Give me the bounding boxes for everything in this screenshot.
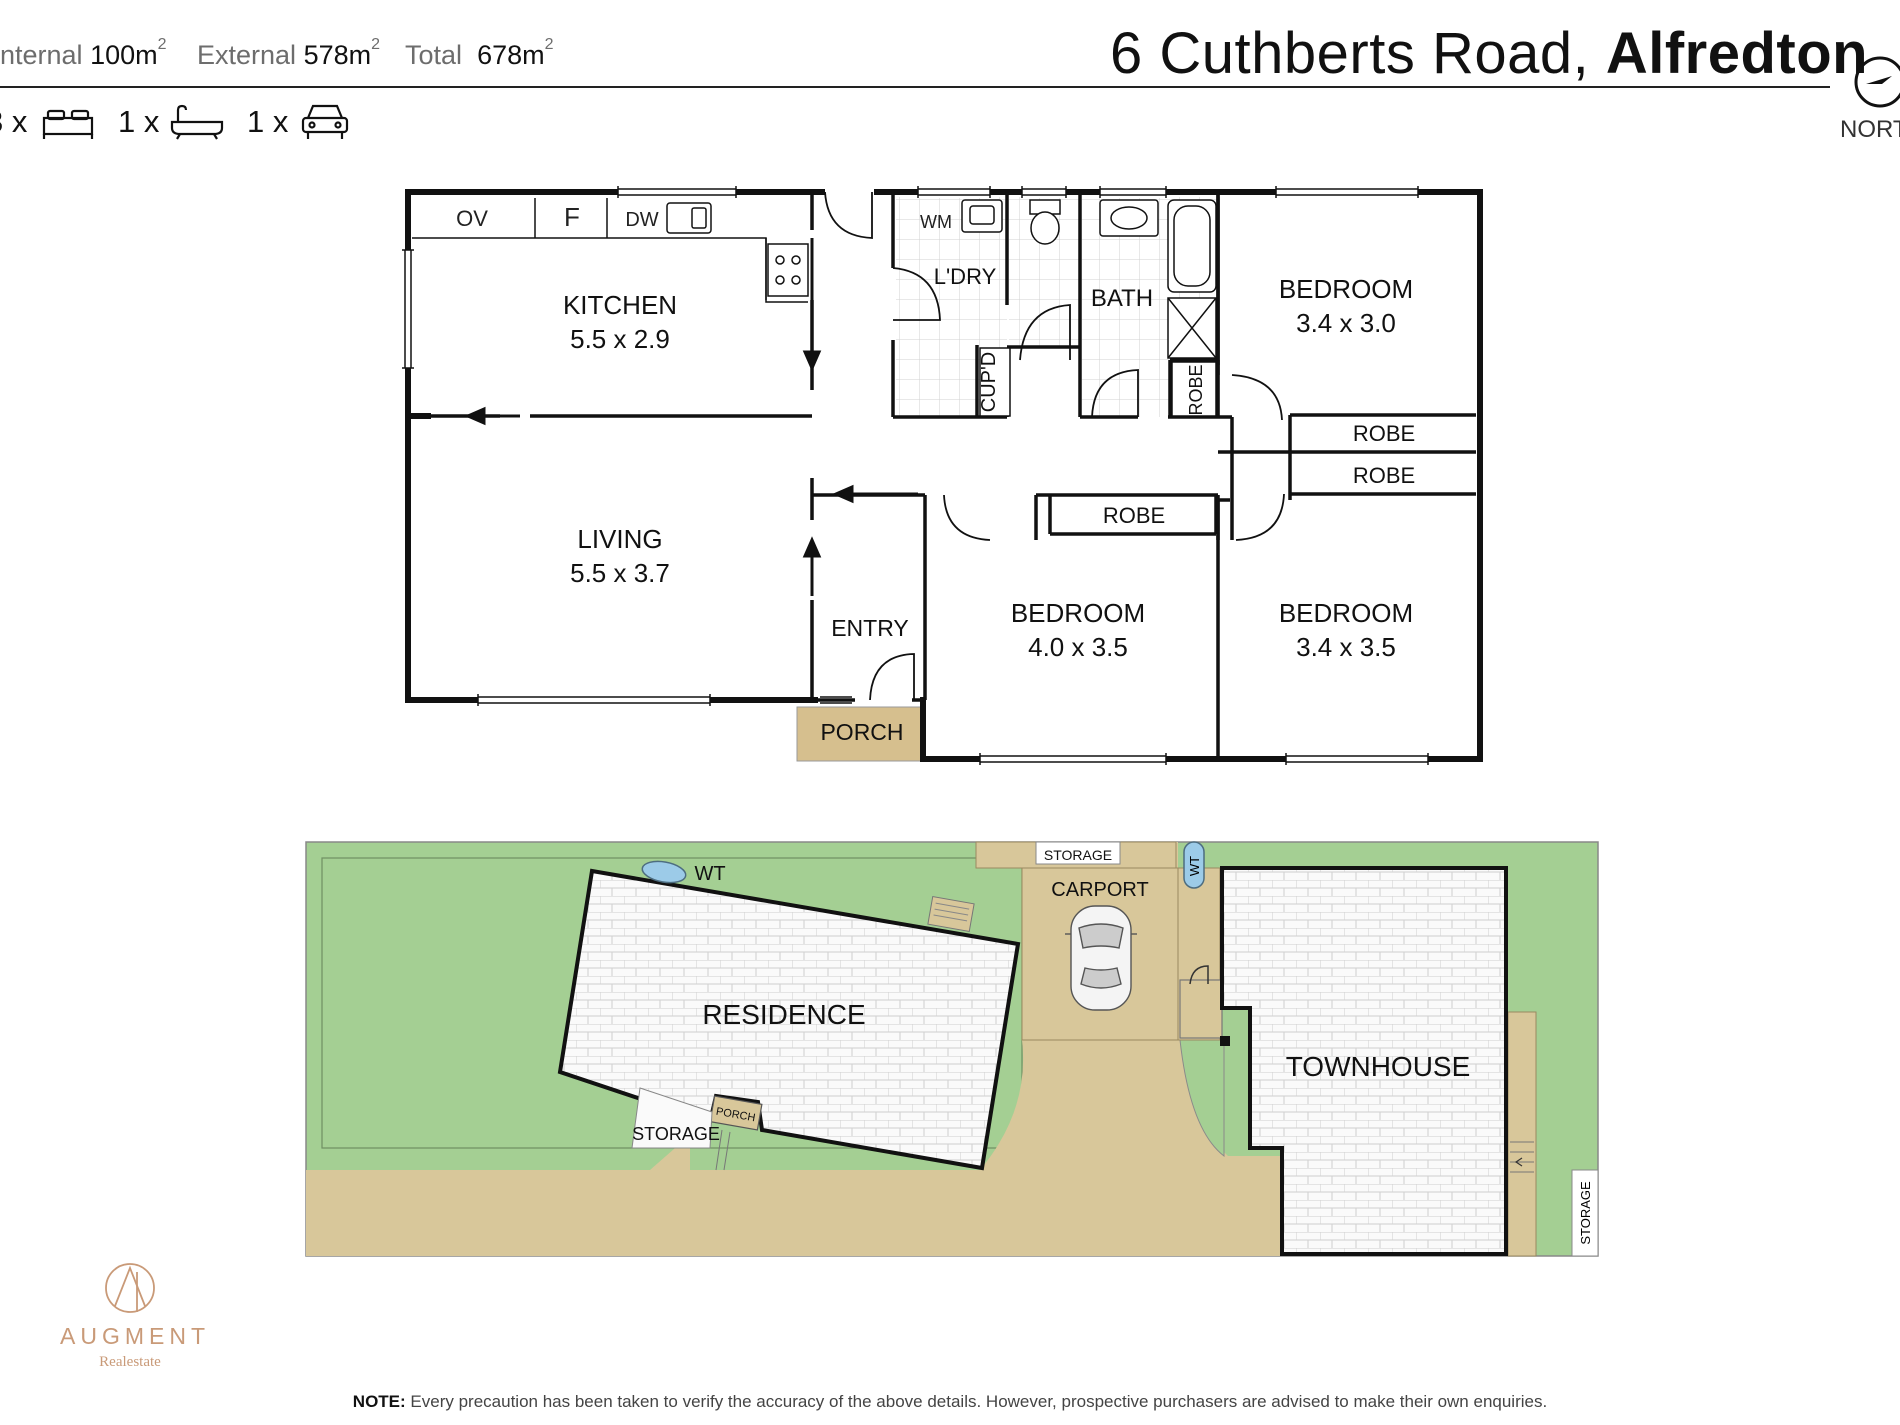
entry-label: ENTRY [831, 615, 909, 641]
storage-right-label: STORAGE [1578, 1181, 1593, 1245]
wet-fixtures [961, 199, 1217, 359]
disclaimer-note: NOTE: Every precaution has been taken to… [352, 1392, 1548, 1411]
robe3-label: ROBE [1103, 503, 1165, 528]
brand-logo-icon [105, 1263, 155, 1313]
storage-right-box [1571, 1169, 1599, 1257]
townhouse-building [1220, 866, 1508, 1256]
bed-icon [42, 109, 94, 139]
car-icon [301, 104, 349, 139]
wt-side-label: WT [1187, 856, 1202, 876]
car-count: 1 x [247, 104, 289, 139]
wm-label: WM [920, 212, 952, 232]
townhouse-label: TOWNHOUSE [1286, 1051, 1471, 1082]
internal-walls [408, 192, 1476, 759]
laundry-label: L'DRY [934, 264, 997, 289]
living-name: LIVING [577, 524, 662, 554]
fixture-labels: OV F DW WM [456, 202, 952, 232]
water-tank-1 [641, 860, 687, 884]
bedroom2-name: BEDROOM [1011, 598, 1145, 628]
robe-small-label: ROBE [1186, 364, 1206, 415]
internal-area: nternal 100m2 [0, 36, 167, 70]
residence-building [557, 868, 1021, 1171]
bath-icon [170, 104, 224, 140]
brand-sub: Realestate [99, 1354, 161, 1370]
bedroom1-name: BEDROOM [1279, 274, 1413, 304]
car-drawing [1065, 905, 1137, 1011]
residence-label: RESIDENCE [702, 999, 865, 1030]
kitchen-size: 5.5 x 2.9 [570, 324, 670, 354]
storage-left-label: STORAGE [632, 1124, 720, 1144]
bedroom-count: 3 x [0, 104, 28, 139]
property-address: 6 Cuthberts Road, Alfredton [1110, 21, 1869, 86]
brand-block: AUGMENT Realestate [60, 1258, 210, 1371]
bath-label: BATH [1091, 285, 1153, 312]
room-labels: KITCHEN 5.5 x 2.9 LIVING 5.5 x 3.7 L'DRY… [563, 264, 1415, 745]
floor-plan: OV F DW WM KITCHEN 5.5 x 2.9 LIVING 5.5 … [402, 186, 1483, 765]
door-swings [824, 191, 1285, 701]
porch-fill [796, 706, 923, 762]
bath-robe-box [1171, 361, 1217, 417]
bathroom-count: 1 x [118, 104, 160, 139]
brand-name: AUGMENT [60, 1323, 210, 1349]
kitchen-name: KITCHEN [563, 290, 677, 320]
bedroom3-name: BEDROOM [1279, 598, 1413, 628]
kitchen-bench [412, 198, 809, 303]
dw-label: DW [625, 209, 658, 231]
windows [402, 186, 1429, 765]
external-area: External 578m2 [197, 36, 381, 70]
bedroom3-size: 3.4 x 3.5 [1296, 632, 1396, 662]
north-compass-icon [1854, 56, 1900, 108]
cupboard-box [979, 347, 1011, 417]
robe1-label: ROBE [1353, 421, 1415, 446]
bedroom2-size: 4.0 x 3.5 [1028, 632, 1128, 662]
wt-top-label: WT [694, 863, 725, 885]
cupboard-label: CUP'D [978, 352, 1000, 413]
north-label: NORT [1840, 116, 1900, 143]
robe2-label: ROBE [1353, 463, 1415, 488]
site-plan: STORAGE WT CARPORT RESIDENCE TOWNHOUSE P… [305, 841, 1599, 1257]
carport-label: CARPORT [1051, 879, 1148, 901]
ov-label: OV [456, 206, 488, 231]
bedroom1-size: 3.4 x 3.0 [1296, 308, 1396, 338]
living-size: 5.5 x 3.7 [570, 558, 670, 588]
flow-arrows [464, 238, 918, 596]
header-rule [0, 86, 1830, 88]
porch-label: PORCH [820, 719, 903, 745]
storage-top-label: STORAGE [1044, 847, 1112, 863]
fridge-label: F [564, 202, 580, 232]
total-area: Total 678m2 [405, 36, 554, 70]
storage-top-box [1035, 841, 1121, 865]
water-tank-2 [1183, 841, 1205, 889]
